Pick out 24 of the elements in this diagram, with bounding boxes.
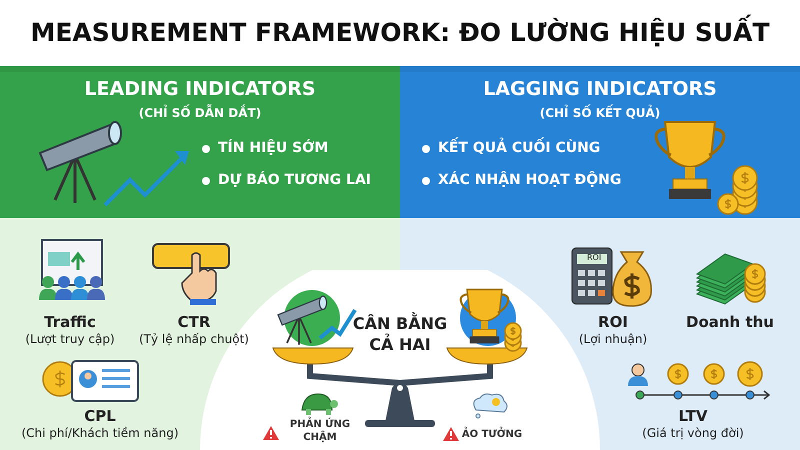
bullet-text: DỰ BÁO TƯƠNG LAI xyxy=(218,172,371,188)
metric-name: Doanh thu xyxy=(686,313,774,331)
warning-label: PHẢN ỨNG CHẬM xyxy=(289,418,351,444)
metric-name: LTV xyxy=(678,407,708,425)
metric-description: (Chi phí/Khách tiềm năng) xyxy=(21,426,179,440)
section-heading: LAGGING INDICATORS xyxy=(483,78,717,100)
warning-label: ẢO TƯỞNG xyxy=(457,428,527,441)
metric-description: (Lợi nhuận) xyxy=(578,332,648,346)
metric-name: Traffic xyxy=(44,313,96,331)
header-panel xyxy=(400,66,800,218)
bullet-text: TÍN HIỆU SỚM xyxy=(218,140,328,156)
metric-description: (Tỷ lệ nhấp chuột) xyxy=(139,332,249,346)
metric-description: (Lượt truy cập) xyxy=(25,332,115,346)
bullet-text: XÁC NHẬN HOẠT ĐỘNG xyxy=(438,172,622,188)
section-subheading: (CHỈ SỐ DẪN DẮT) xyxy=(138,106,262,120)
metric-description: (Giá trị vòng đời) xyxy=(642,426,744,440)
metric-name: ROI xyxy=(598,313,628,331)
center-heading: CÂN BẰNG CẢ HAI xyxy=(352,314,448,356)
section-subheading: (CHỈ SỐ KẾT QUẢ) xyxy=(540,106,660,120)
metric-name: CPL xyxy=(84,407,116,425)
screen-text: ROI xyxy=(587,253,602,262)
section-heading: LEADING INDICATORS xyxy=(84,78,316,100)
header-panel xyxy=(0,66,400,218)
metric-name: CTR xyxy=(178,313,210,331)
